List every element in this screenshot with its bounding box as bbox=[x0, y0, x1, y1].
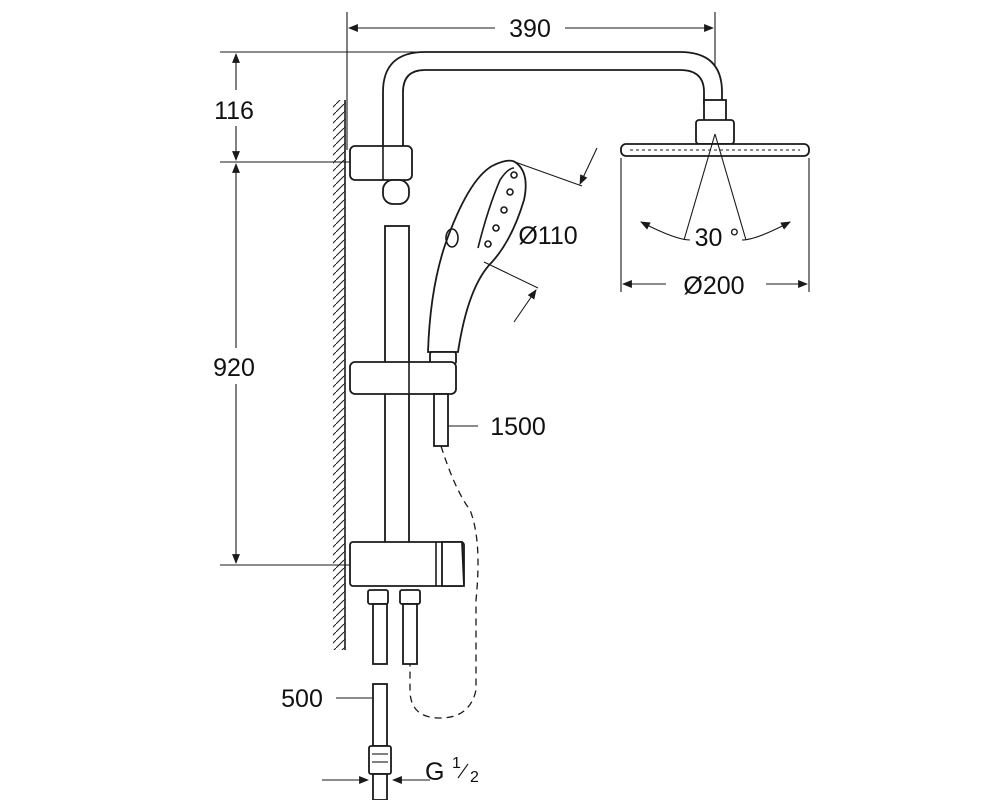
connection-length-callout: 500 bbox=[281, 685, 372, 713]
spray-angle-dimension: 30 ° bbox=[640, 221, 791, 252]
spray-angle-label: 30 ° bbox=[695, 224, 740, 252]
height-dimensions: 116 920 bbox=[200, 51, 420, 566]
top-height-label: 116 bbox=[214, 97, 254, 125]
shower-rail bbox=[382, 179, 410, 545]
shower-arm bbox=[382, 51, 727, 161]
hose-length-label: 1500 bbox=[490, 413, 546, 441]
handshower-diameter-dimension: Ø110 bbox=[483, 147, 598, 323]
thread-denominator-label: 2 bbox=[470, 769, 479, 786]
top-wall-bracket bbox=[349, 145, 413, 181]
thread-dimension: G 1 2 bbox=[322, 755, 479, 786]
hose-length-callout: 1500 bbox=[448, 413, 546, 441]
head-diameter-label: Ø200 bbox=[683, 272, 744, 300]
connection-pipes bbox=[367, 589, 421, 800]
handshower-diameter-label: Ø110 bbox=[518, 222, 577, 250]
head-diameter-dimension: Ø200 bbox=[620, 158, 810, 300]
shower-hose bbox=[409, 445, 479, 719]
diverter-unit bbox=[349, 541, 465, 587]
width-label: 390 bbox=[509, 15, 551, 43]
width-dimension: 390 bbox=[346, 12, 716, 150]
connection-length-label: 500 bbox=[281, 685, 323, 713]
head-shower bbox=[620, 119, 810, 241]
hand-shower bbox=[427, 159, 527, 365]
rail-height-label: 920 bbox=[213, 354, 255, 382]
thread-main-label: G bbox=[425, 758, 444, 786]
wall bbox=[333, 100, 346, 650]
thread-numerator-label: 1 bbox=[452, 755, 461, 772]
